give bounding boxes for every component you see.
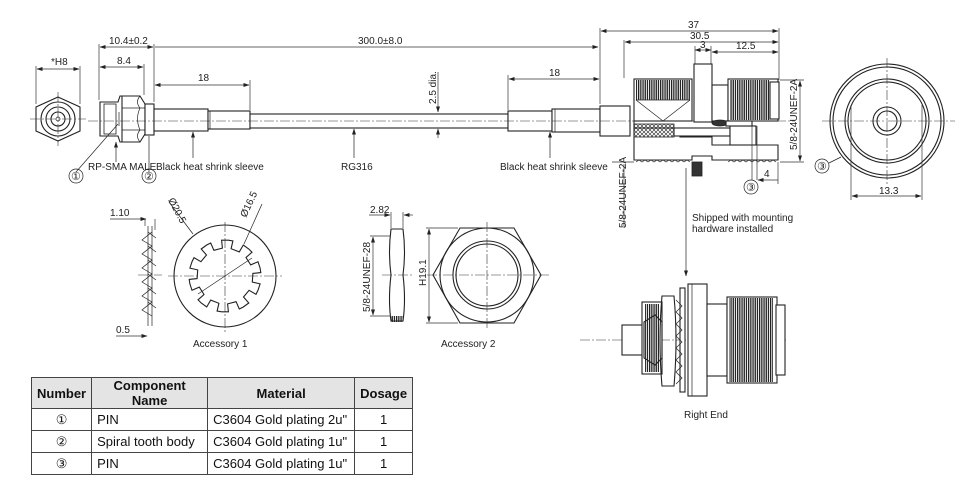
thread-spec-right: 5/8-24UNEF-2A	[789, 79, 800, 150]
cell-number: ①	[30, 408, 93, 431]
cell-dosage: 1	[354, 452, 414, 475]
callout-1: ①	[71, 171, 81, 183]
bom-header-row: Number Component Name Material Dosage	[30, 377, 414, 409]
cell-material: C3604 Gold plating 1u"	[207, 430, 356, 453]
note-line-1: Shipped with mounting	[692, 213, 793, 224]
front-thread-length: 12.5	[736, 41, 756, 52]
cable-length-label: 300.0±8.0	[358, 36, 403, 47]
header-dosage: Dosage	[354, 377, 414, 409]
left-sleeve-length-label: 18	[198, 73, 210, 84]
hex-size-label: H19.1	[418, 259, 429, 286]
right-sleeve-label: Black heat shrink sleeve	[500, 162, 608, 173]
outer-diameter-label: Ø20.5	[165, 196, 188, 226]
header-number: Number	[30, 377, 93, 409]
washer-teeth	[188, 239, 262, 313]
cable-label: RG316	[341, 162, 373, 173]
cell-name: PIN	[91, 452, 209, 475]
accessory-1-title: Accessory 1	[193, 339, 248, 350]
plate-thickness-label: 0.5	[116, 325, 130, 336]
front-width-label: 13.3	[879, 186, 899, 197]
connector-length-label: 10.4±0.2	[109, 36, 148, 47]
n-front-view: 13.3 ③	[814, 58, 955, 200]
cell-material: C3604 Gold plating 2u"	[207, 408, 356, 431]
left-dimensions: 10.4±0.2 8.4	[98, 36, 155, 102]
body-length-30-5: 30.5	[690, 31, 710, 42]
overall-length-37: 37	[688, 20, 700, 31]
left-heat-shrink-sleeve: 18	[153, 73, 251, 132]
assembly-title: Right End	[684, 410, 728, 421]
header-material: Material	[207, 377, 356, 409]
left-sleeve-label: Black heat shrink sleeve	[156, 162, 264, 173]
table-row: ① PIN C3604 Gold plating 2u" 1	[30, 408, 414, 431]
cell-material: C3604 Gold plating 1u"	[207, 452, 356, 475]
nut-length-label: 8.4	[117, 56, 131, 67]
callout-3-section: ③	[746, 182, 756, 194]
table-row: ③ PIN C3604 Gold plating 1u" 1	[30, 452, 414, 475]
cell-dosage: 1	[354, 408, 414, 431]
nut-thread-label: 5/8-24UNEF-28	[362, 242, 373, 312]
washer-thickness-label: 1.10	[110, 208, 130, 219]
thread-spec-bottom: 5/8-24UNEF-2A	[618, 157, 629, 228]
cell-number: ②	[30, 430, 93, 453]
right-sleeve-length-label: 18	[549, 68, 561, 79]
accessory-2-title: Accessory 2	[441, 339, 496, 350]
n-bulkhead-section	[633, 63, 780, 177]
connector-label: RP-SMA MALE	[88, 162, 157, 173]
flange-width-3: 3	[700, 40, 706, 51]
cell-name: Spiral tooth body	[91, 430, 209, 453]
hex-width-label: *H8	[51, 57, 68, 68]
right-heat-shrink-sleeve: 18	[507, 68, 631, 137]
bom-table: Number Component Name Material Dosage ① …	[30, 377, 414, 475]
right-end-assembly: Right End	[580, 283, 788, 421]
table-row: ② Spiral tooth body C3604 Gold plating 1…	[30, 430, 414, 453]
cell-name: PIN	[91, 408, 209, 431]
accessory-1-lock-washer: 1.10 0.5 Ø20.5 Ø16.5 Accessory 1	[110, 190, 282, 350]
pin-offset-4: 4	[764, 169, 770, 180]
nut-thickness-label: 2.82	[370, 205, 390, 216]
cell-number: ③	[30, 452, 93, 475]
accessory-2-hex-nut: 2.82 5/8-24UNEF-28 H19.1 Accessory 2	[362, 205, 550, 350]
left-hex-end-view: *H8	[30, 57, 86, 146]
cable-diameter-label: 2.5 dia.	[428, 71, 439, 104]
note-line-2: hardware installed	[692, 224, 773, 235]
right-end-dimensions: 37 30.5 3 12.5 5/8-24UNEF-2A 5/8-24UNEF-…	[599, 20, 804, 277]
cell-dosage: 1	[354, 430, 414, 453]
main-labels: ① ② RP-SMA MALE Black heat shrink sleeve…	[68, 123, 608, 184]
header-component-name: Component Name	[91, 377, 209, 409]
callout-3-front: ③	[817, 161, 827, 173]
callout-2: ②	[144, 171, 154, 183]
